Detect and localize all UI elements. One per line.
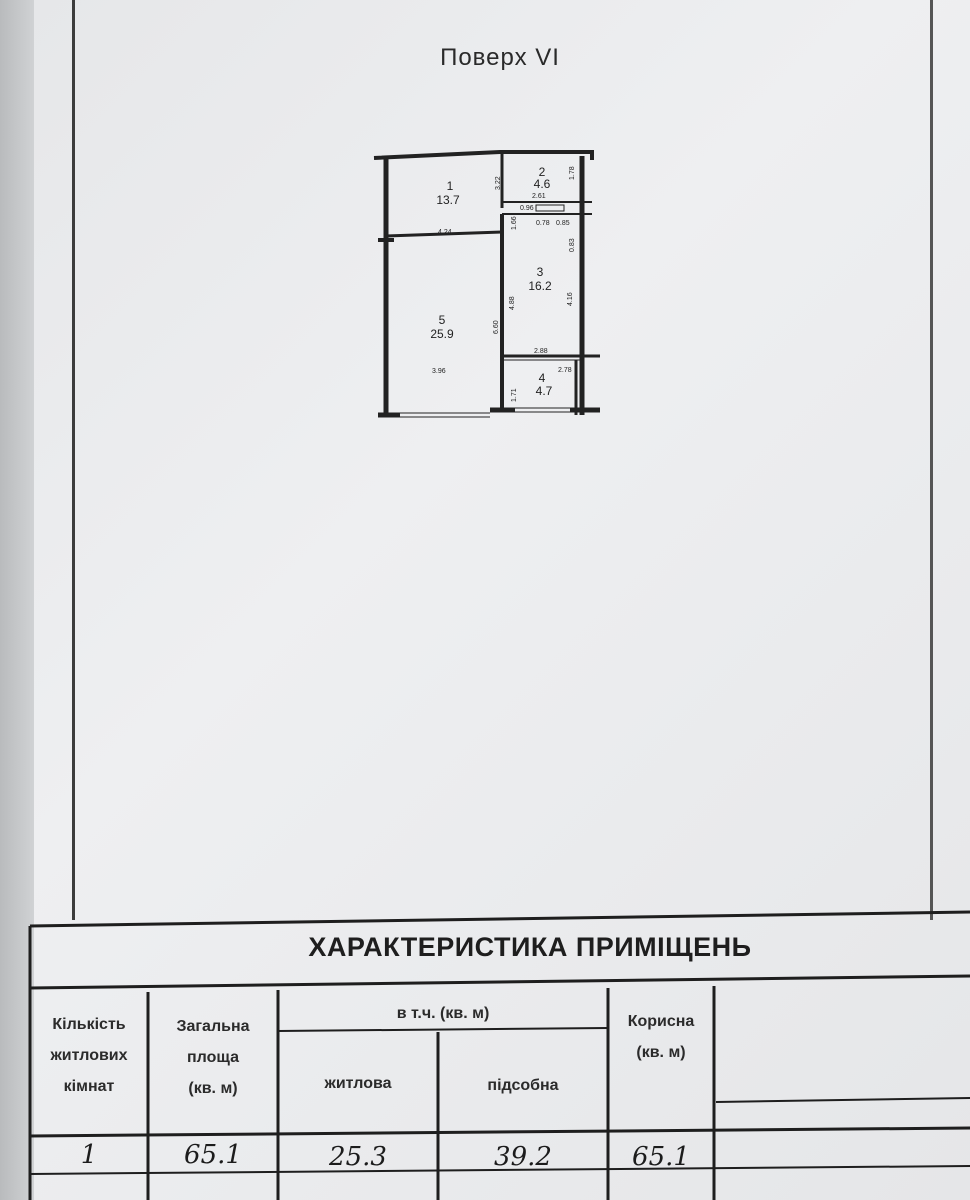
value-rooms-count: 1 (80, 1140, 98, 1170)
dim-label: 6.60 (493, 320, 500, 334)
room-2-area: 4.6 (534, 177, 551, 191)
dim-label: 0.96 (520, 205, 534, 212)
header-living: житлова (324, 1075, 392, 1092)
room-5-number: 5 (439, 313, 446, 327)
dim-label: 2.88 (534, 348, 548, 355)
room-4-area: 4.7 (536, 384, 553, 398)
dim-label: 3.22 (495, 176, 502, 190)
dim-label: 2.78 (558, 367, 572, 374)
back-sheet (0, 0, 40, 1200)
dim-label: 4.24 (438, 229, 452, 236)
value-auxiliary: 39.2 (494, 1142, 552, 1172)
header-rooms-count: Кількість житлових кімнат (50, 1016, 128, 1095)
dim-label: 1.71 (511, 388, 518, 402)
room-2-number: 2 (539, 165, 546, 179)
dim-label: 1.66 (511, 216, 518, 230)
floor-plan: 1 13.7 2 4.6 3 16.2 4 4.7 5 25.9 3.22 2.… (373, 150, 600, 418)
room-3-area: 16.2 (528, 279, 552, 293)
dim-label: 3.96 (432, 368, 446, 375)
room-1-number: 1 (447, 179, 454, 193)
floor-title: Поверх VI (440, 44, 560, 71)
dim-label: 4.16 (567, 292, 574, 306)
value-useful: 65.1 (632, 1142, 690, 1172)
room-4-number: 4 (539, 371, 546, 385)
section-title: ХАРАКТЕРИСТИКА ПРИМІЩЕНЬ (308, 932, 752, 962)
value-total-area: 65.1 (184, 1140, 242, 1170)
frame-border-right (930, 0, 933, 920)
header-total-area: Загальна площа (кв. м) (176, 1018, 250, 1097)
dim-label: 0.78 (536, 220, 550, 227)
room-labels: 1 13.7 2 4.6 3 16.2 4 4.7 5 25.9 (430, 165, 552, 398)
room-3-number: 3 (537, 265, 544, 279)
header-useful: Корисна (кв. м) (627, 1013, 695, 1061)
room-5-area: 25.9 (430, 327, 454, 341)
value-living: 25.3 (329, 1142, 387, 1172)
frame-border-left (72, 0, 75, 920)
dim-label: 0.83 (569, 238, 576, 252)
room-1-area: 13.7 (436, 193, 460, 207)
dimension-labels: 3.22 2.61 1.78 0.96 0.78 0.85 1.66 4.24 … (432, 166, 576, 402)
dim-label: 2.61 (532, 193, 546, 200)
dim-label: 0.85 (556, 220, 570, 227)
header-auxiliary: підсобна (487, 1077, 559, 1094)
header-including: в т.ч. (кв. м) (396, 1005, 490, 1022)
plan-walls (373, 150, 600, 418)
dim-label: 1.78 (569, 166, 576, 180)
dim-label: 4.88 (509, 296, 516, 310)
